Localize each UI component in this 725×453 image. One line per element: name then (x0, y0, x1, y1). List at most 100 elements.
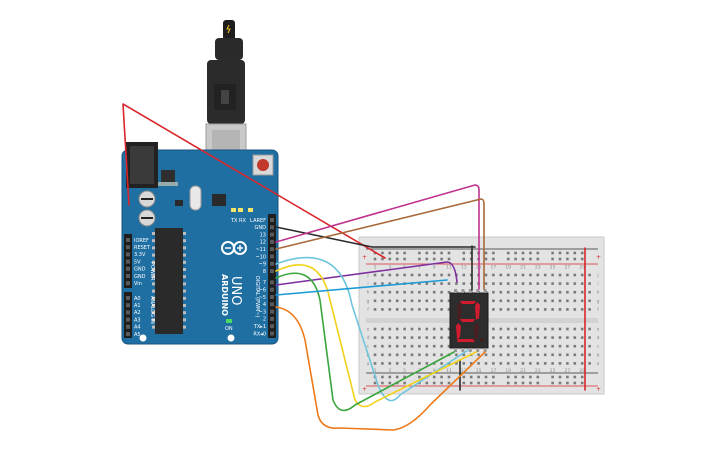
breadboard-hole[interactable] (558, 290, 562, 294)
breadboard-hole[interactable] (388, 299, 392, 303)
breadboard-hole[interactable] (462, 353, 466, 357)
breadboard-hole[interactable] (573, 375, 577, 379)
digital-pin[interactable] (270, 295, 274, 299)
wire-brown[interactable] (275, 198, 485, 290)
breadboard-hole[interactable] (499, 290, 503, 294)
breadboard-hole[interactable] (395, 327, 399, 331)
breadboard-hole[interactable] (381, 344, 384, 348)
breadboard-hole[interactable] (447, 336, 451, 339)
breadboard-hole[interactable] (573, 381, 577, 385)
breadboard-hole[interactable] (388, 257, 392, 261)
breadboard-hole[interactable] (484, 282, 488, 285)
breadboard-hole[interactable] (514, 327, 517, 331)
breadboard-hole[interactable] (484, 257, 488, 261)
breadboard-hole[interactable] (558, 327, 562, 331)
breadboard-hole[interactable] (425, 336, 429, 339)
breadboard-hole[interactable] (403, 251, 406, 255)
breadboard-hole[interactable] (418, 353, 421, 357)
breadboard-hole[interactable] (558, 336, 562, 339)
breadboard-hole[interactable] (462, 375, 466, 379)
breadboard-hole[interactable] (506, 257, 510, 261)
wire-blue[interactable] (275, 279, 448, 296)
breadboard-hole[interactable] (373, 290, 377, 294)
breadboard-hole[interactable] (395, 336, 399, 339)
digital-pin[interactable] (270, 316, 274, 321)
breadboard-hole[interactable] (469, 381, 473, 385)
breadboard-hole[interactable] (536, 299, 540, 303)
breadboard-hole[interactable] (543, 344, 547, 348)
breadboard-hole[interactable] (521, 336, 525, 339)
wire-red[interactable] (122, 103, 386, 259)
breadboard-hole[interactable] (410, 299, 414, 303)
breadboard-hole[interactable] (410, 290, 414, 294)
breadboard-hole[interactable] (558, 251, 562, 255)
breadboard-hole[interactable] (373, 353, 377, 357)
breadboard-hole[interactable] (551, 290, 554, 294)
breadboard-hole[interactable] (425, 308, 429, 311)
breadboard-hole[interactable] (521, 327, 525, 331)
breadboard-hole[interactable] (388, 327, 392, 331)
breadboard-hole[interactable] (543, 299, 547, 303)
breadboard-hole[interactable] (551, 375, 554, 379)
breadboard-hole[interactable] (588, 336, 591, 339)
breadboard-hole[interactable] (566, 353, 569, 357)
breadboard-hole[interactable] (492, 299, 495, 303)
breadboard-hole[interactable] (573, 362, 577, 365)
breadboard-hole[interactable] (514, 362, 517, 365)
breadboard-hole[interactable] (566, 362, 569, 365)
breadboard-hole[interactable] (425, 353, 429, 357)
breadboard-hole[interactable] (588, 299, 591, 303)
breadboard-hole[interactable] (514, 251, 517, 255)
breadboard-hole[interactable] (403, 362, 406, 365)
breadboard-hole[interactable] (536, 381, 540, 385)
digital-pin[interactable] (270, 218, 274, 222)
breadboard-hole[interactable] (536, 362, 540, 365)
breadboard-hole[interactable] (529, 308, 532, 311)
breadboard-hole[interactable] (395, 308, 399, 311)
breadboard-hole[interactable] (588, 282, 591, 285)
breadboard-hole[interactable] (506, 282, 510, 285)
breadboard-hole[interactable] (558, 282, 562, 285)
breadboard-hole[interactable] (381, 299, 384, 303)
breadboard-hole[interactable] (462, 282, 466, 285)
breadboard-hole[interactable] (529, 375, 532, 379)
breadboard-hole[interactable] (432, 251, 436, 255)
breadboard-hole[interactable] (388, 308, 392, 311)
breadboard-hole[interactable] (521, 362, 525, 365)
breadboard-hole[interactable] (499, 282, 503, 285)
breadboard-hole[interactable] (484, 375, 488, 379)
analog-pin[interactable] (126, 324, 130, 329)
breadboard-hole[interactable] (521, 353, 525, 357)
breadboard-hole[interactable] (514, 282, 517, 285)
breadboard-hole[interactable] (484, 353, 488, 357)
power-pin[interactable] (126, 238, 130, 242)
breadboard-hole[interactable] (521, 308, 525, 311)
breadboard-hole[interactable] (536, 353, 540, 357)
wire-magenta[interactable] (275, 184, 480, 290)
breadboard-hole[interactable] (573, 353, 577, 357)
breadboard-hole[interactable] (440, 344, 443, 348)
breadboard-hole[interactable] (580, 327, 584, 331)
breadboard-hole[interactable] (381, 257, 384, 261)
breadboard-hole[interactable] (506, 251, 510, 255)
breadboard-hole[interactable] (410, 273, 414, 277)
digital-pin[interactable] (270, 254, 274, 259)
breadboard-hole[interactable] (484, 273, 488, 277)
breadboard-hole[interactable] (506, 336, 510, 339)
digital-pin[interactable] (270, 287, 274, 292)
breadboard-hole[interactable] (492, 336, 495, 339)
breadboard-hole[interactable] (403, 381, 406, 385)
breadboard-hole[interactable] (373, 282, 377, 285)
breadboard-hole[interactable] (499, 299, 503, 303)
breadboard-hole[interactable] (410, 336, 414, 339)
breadboard-hole[interactable] (373, 344, 377, 348)
breadboard-hole[interactable] (573, 327, 577, 331)
breadboard-hole[interactable] (410, 327, 414, 331)
breadboard-hole[interactable] (403, 308, 406, 311)
breadboard-hole[interactable] (425, 362, 429, 365)
wire-lightblue[interactable] (275, 256, 469, 402)
breadboard-hole[interactable] (529, 336, 532, 339)
breadboard-hole[interactable] (403, 327, 406, 331)
breadboard-hole[interactable] (381, 251, 384, 255)
breadboard-hole[interactable] (521, 375, 525, 379)
